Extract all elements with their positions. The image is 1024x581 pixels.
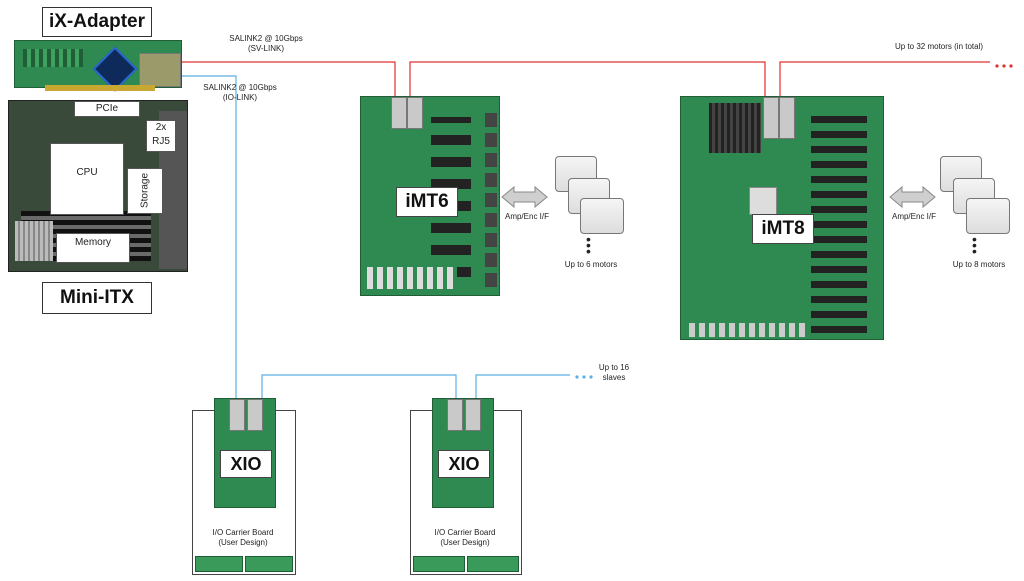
sv-link-label-line1: SALINK2 @ 10Gbps [229, 34, 303, 43]
xio2-carrier-line2: (User Design) [440, 538, 490, 547]
adapter-pcie-edge [45, 85, 155, 91]
sv-dot-1 [995, 64, 999, 68]
pcie-label: PCIe [74, 101, 140, 117]
motor-ellipsis: ••• [586, 231, 591, 259]
xio1-carrier-line2: (User Design) [218, 538, 268, 547]
rj45-label: 2x RJ5 [146, 120, 176, 152]
xio2-terminal-right [467, 556, 519, 572]
cpu-label: CPU [50, 143, 124, 215]
motor-icon [580, 198, 624, 234]
imt8-label: iMT8 [752, 214, 814, 244]
motor-icon [966, 198, 1010, 234]
storage-label: Storage [127, 168, 163, 214]
adapter-sfp-cage [139, 53, 181, 87]
io-link-xio1-to-xio2 [261, 374, 457, 398]
io-link-label-line2: (IO-LINK) [222, 93, 258, 102]
xio1-label: XIO [220, 450, 272, 478]
io-link-label: SALINK2 @ 10Gbps (IO-LINK) [198, 83, 282, 103]
io-link-lines [182, 75, 593, 398]
sv-link-imt8-out [779, 61, 990, 96]
sv-link-label: SALINK2 @ 10Gbps (SV-LINK) [224, 34, 308, 54]
imt8-fpga [749, 187, 777, 215]
slaves-label-line1: Up to 16 [598, 363, 630, 372]
xio1-terminal-right [245, 556, 293, 572]
xio1-sfp-1 [229, 399, 245, 431]
imt8-sfp-1 [763, 97, 779, 139]
imt8-sfp-2 [779, 97, 795, 139]
imt6-bottom-header [367, 267, 457, 289]
rj45-label-line1: 2x [155, 122, 167, 133]
xio2-sfp-1 [447, 399, 463, 431]
motors-total-label: Up to 32 motors (in total) [895, 42, 984, 51]
memory-label: Memory [56, 233, 130, 263]
xio1-terminal-left [195, 556, 243, 572]
io-dot-3 [589, 375, 593, 379]
io-link-label-line1: SALINK2 @ 10Gbps [203, 83, 277, 92]
imt8-heatsink [709, 103, 761, 153]
mini-itx-title: Mini-ITX [42, 282, 152, 314]
adapter-components [23, 49, 83, 67]
xio2-sfp-2 [465, 399, 481, 431]
imt6-motors-label: Up to 6 motors [564, 260, 618, 269]
sv-dot-2 [1002, 64, 1006, 68]
xio2-carrier-label: I/O Carrier Board (User Design) [418, 528, 512, 548]
ix-adapter-board [14, 40, 182, 92]
imt8-arrow [889, 185, 936, 209]
motor-ellipsis: ••• [972, 231, 977, 259]
imt6-sfp-1 [391, 97, 407, 129]
storage-label-text: Storage [139, 172, 151, 209]
imt8-bottom-header [689, 323, 809, 337]
ix-adapter-title: iX-Adapter [42, 7, 152, 37]
slaves-label: Up to 16 slaves [594, 363, 634, 383]
io-dot-1 [575, 375, 579, 379]
slaves-label-line2: slaves [602, 373, 626, 382]
xio2-carrier-line1: I/O Carrier Board [434, 528, 496, 537]
xio2-label: XIO [438, 450, 490, 478]
io-link-main [182, 75, 237, 398]
xio1-sfp-2 [247, 399, 263, 431]
imt8-motors-label: Up to 8 motors [952, 260, 1006, 269]
imt6-side-connectors [485, 107, 497, 287]
sv-link-main [182, 61, 396, 96]
imt8-connectors [811, 113, 867, 333]
imt8-iface-label: Amp/Enc I/F [891, 212, 936, 221]
sv-dot-3 [1009, 64, 1013, 68]
sv-link-imt6-to-imt8 [409, 61, 766, 96]
imt6-label: iMT6 [396, 187, 458, 217]
io-link-xio2-out [475, 374, 570, 398]
imt6-sfp-2 [407, 97, 423, 129]
xio1-carrier-label: I/O Carrier Board (User Design) [196, 528, 290, 548]
xio1-carrier-line1: I/O Carrier Board [212, 528, 274, 537]
heatsink [15, 221, 53, 261]
imt6-board [360, 96, 500, 296]
imt6-iface-label: Amp/Enc I/F [504, 212, 549, 221]
sv-link-label-line2: (SV-LINK) [247, 44, 284, 53]
rj45-label-line2: RJ5 [152, 136, 170, 147]
sv-link-lines [182, 61, 1013, 96]
imt6-arrow [501, 185, 548, 209]
io-dot-2 [582, 375, 586, 379]
xio2-terminal-left [413, 556, 465, 572]
